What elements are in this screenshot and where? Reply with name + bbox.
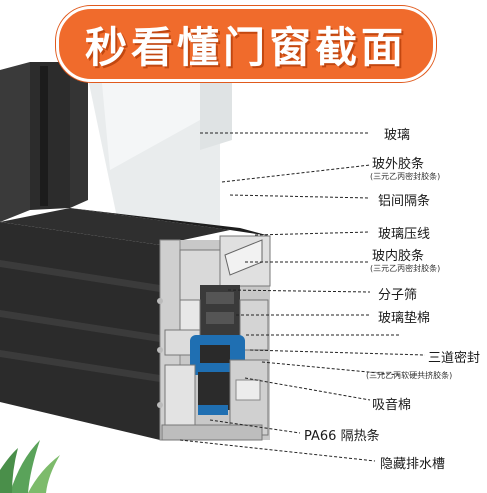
label-glazing-bead: 玻璃压线 (378, 227, 431, 242)
label-sound-absorbing: 吸音棉 (372, 398, 412, 413)
label-hidden-drain: 隐藏排水槽 (380, 457, 446, 472)
label-glass-pad: 玻璃垫棉 (378, 311, 431, 326)
label-glass: 玻璃 (384, 128, 411, 143)
leader-lines (179, 132, 426, 462)
section-face (157, 235, 271, 441)
label-inner-gasket-note: (三元乙丙密封胶条) (370, 264, 441, 273)
top-frame (0, 62, 88, 222)
label-pa66-strip: PA66 隔热条 (304, 429, 380, 444)
label-triple-seal-note: (三元乙丙软硬共挤胶条) (366, 371, 453, 380)
label-outer-gasket: 玻外胶条 (372, 157, 425, 172)
label-aluminum-spacer: 铝间隔条 (378, 194, 431, 209)
plant-decoration (0, 440, 60, 493)
label-molecular-sieve: 分子筛 (378, 288, 418, 303)
label-outer-gasket-note: (三元乙丙密封胶条) (370, 172, 441, 181)
label-triple-seal: 三道密封 (428, 351, 481, 366)
title-banner: 秒看懂门窗截面 (56, 6, 436, 82)
main-profile (0, 208, 270, 440)
label-inner-gasket: 玻内胶条 (372, 249, 425, 264)
page-title: 秒看懂门窗截面 (84, 22, 407, 72)
